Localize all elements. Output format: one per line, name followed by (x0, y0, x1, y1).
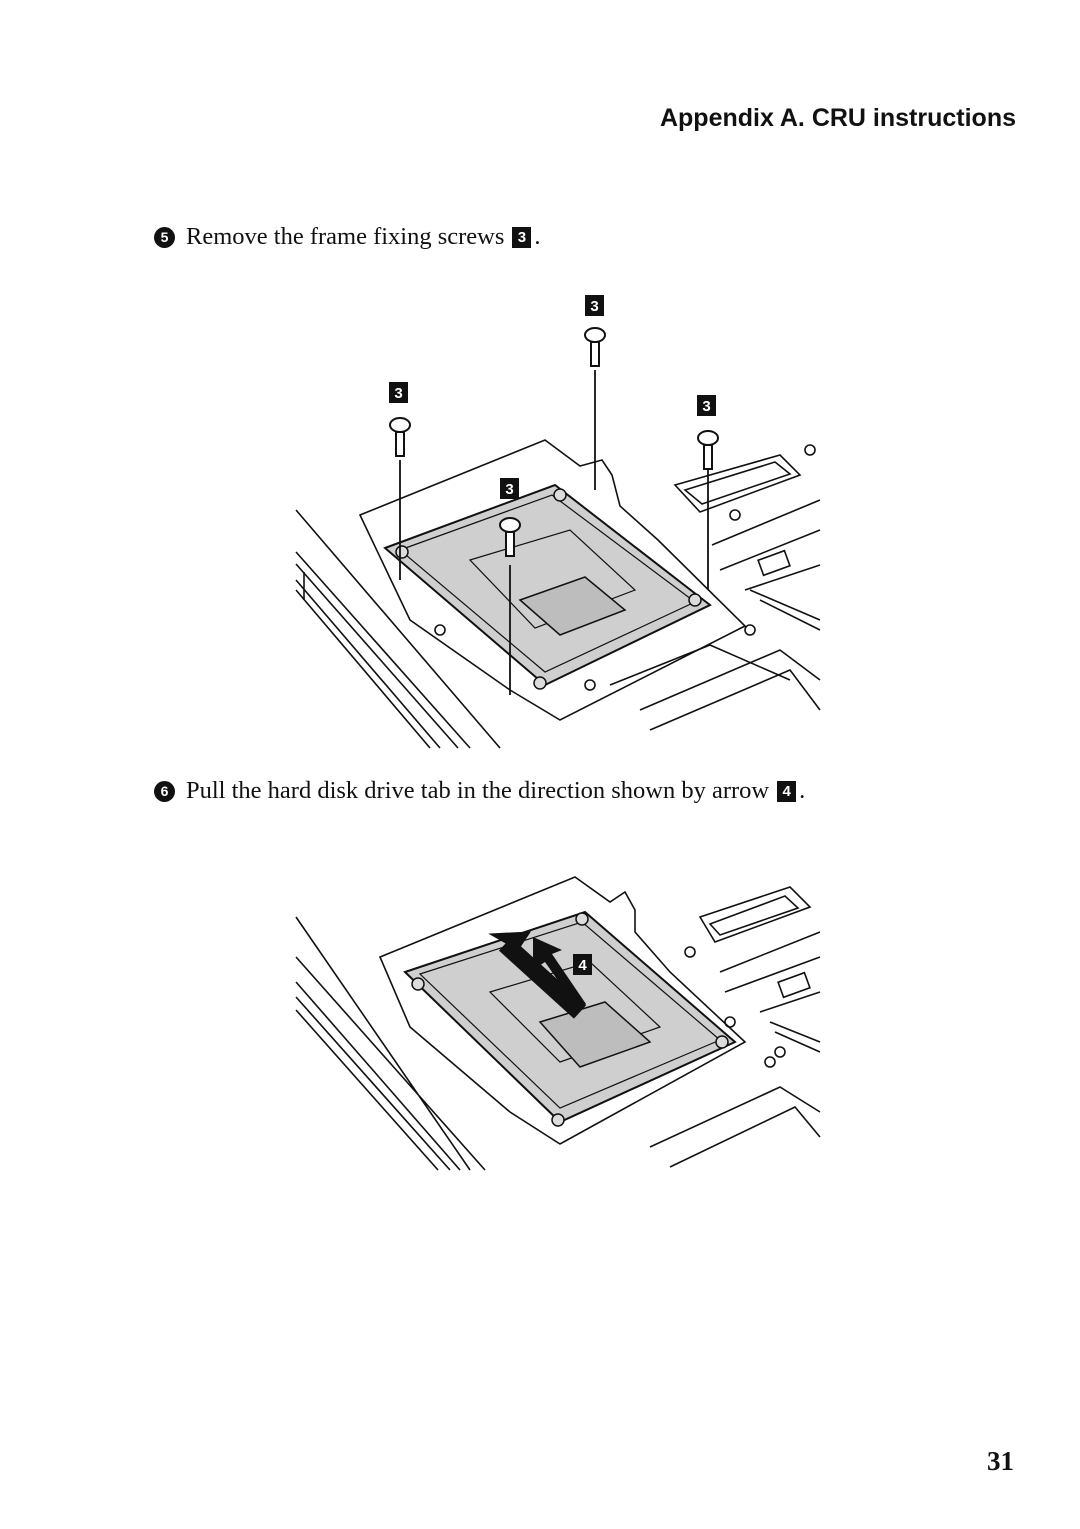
screw-callouts: 3 3 3 3 (389, 295, 716, 499)
page-header: Appendix A. CRU instructions (659, 104, 1016, 132)
screw-callout-label: 3 (394, 385, 402, 402)
screw-callout-badge (389, 382, 408, 403)
remove-screws-illustration: 3 3 3 3 (295, 295, 821, 749)
step-text: Remove the frame fixing screws (186, 223, 505, 250)
pull-tab-illustration: 4 (295, 876, 821, 1171)
screw-callout-badge (585, 295, 604, 316)
screw-callout-label: 3 (702, 398, 710, 415)
step-text: Pull the hard disk drive tab in the dire… (186, 777, 770, 804)
step-number-badge: 6 (154, 780, 175, 802)
arrow-callout-badge (573, 954, 592, 975)
step-number-badge: 5 (154, 226, 175, 248)
step-5: 5 Remove the frame fixing screws 3 . (154, 223, 541, 251)
page-number: 31 (987, 1446, 1014, 1476)
screw-callout-label: 3 (590, 298, 598, 315)
step-end-punct: . (534, 223, 541, 250)
step-end-punct: . (799, 777, 806, 804)
screw-callout-badge (500, 478, 519, 499)
arrow-callout-label: 4 (578, 957, 587, 974)
callout-badge: 4 (777, 780, 797, 802)
screw-callout-badge (697, 395, 716, 416)
screw-callout-label: 3 (505, 481, 513, 498)
step-6: 6 Pull the hard disk drive tab in the di… (154, 777, 805, 805)
callout-badge: 3 (512, 226, 532, 248)
